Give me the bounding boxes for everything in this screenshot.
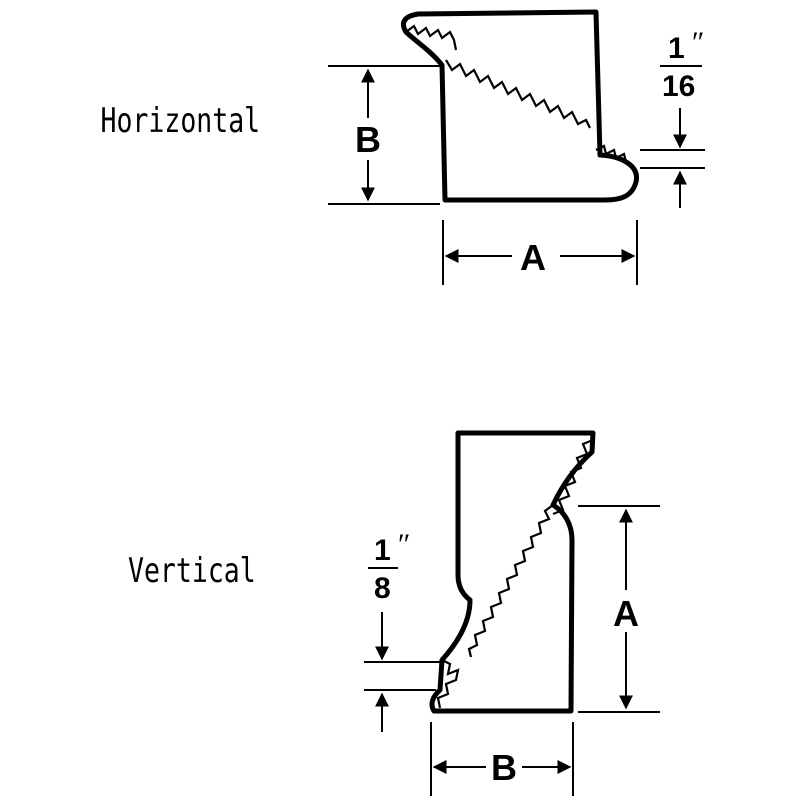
vertical-block-outline [429,430,596,714]
horizontal-top-serration [405,24,458,51]
horizontal-dim-a-label: A [520,237,546,278]
vertical-bottom-serration [436,659,460,709]
horizontal-gap-numerator: 1 [668,32,685,65]
vertical-dim-b-label: B [491,747,517,788]
vertical-label: Vertical [128,552,256,591]
vertical-diagonal-serration [467,504,554,658]
horizontal-gap-unit: ″ [690,26,703,59]
horizontal-bottom-serration [595,144,628,163]
horizontal-gap-denominator: 16 [662,70,695,103]
horizontal-label: Horizontal [101,102,261,141]
vertical-gap-unit: ″ [396,528,409,561]
vertical-gap-denominator: 8 [374,572,391,605]
vertical-dim-a-label: A [613,593,639,634]
vertical-gap-numerator: 1 [374,534,391,567]
vertical-top-serration [552,438,594,516]
horizontal-diagonal-serration [445,59,591,129]
vertical-block: A B 1 ″ 8 [364,430,660,796]
horizontal-dim-b-label: B [355,119,381,160]
horizontal-block-outline [401,9,639,203]
horizontal-block: B A 1 ″ 16 [328,9,705,285]
